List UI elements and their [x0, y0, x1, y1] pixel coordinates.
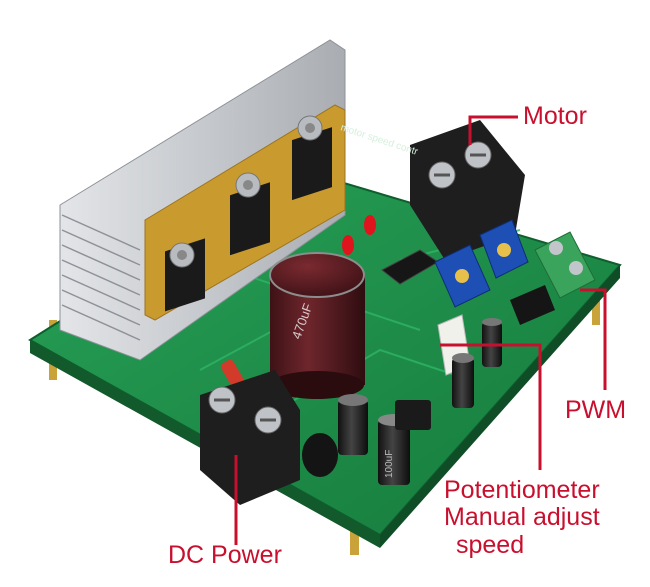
diode [220, 359, 244, 387]
label-pwm: PWM [565, 396, 627, 424]
trimpot-potentiometers [434, 219, 529, 308]
small-capacitor-label: 100uF [384, 450, 395, 478]
pwm-terminal-block [534, 231, 596, 299]
red-leds [342, 215, 376, 255]
label-motor: Motor [523, 102, 587, 130]
mosfet-transistors [165, 115, 332, 312]
motor-terminal-block [410, 120, 525, 260]
label-potentiometer: Potentiometer [444, 476, 600, 504]
callout-lines [234, 115, 607, 545]
board-print: motor speed contr [339, 122, 420, 158]
label-manual-adjust: Manual adjust [444, 503, 600, 531]
label-dc-power: DC Power [168, 541, 282, 569]
small-capacitors: 100uF [338, 318, 502, 485]
main-capacitor: 470uF [269, 252, 365, 399]
label-speed: speed [456, 531, 525, 559]
inductor-coil [302, 433, 338, 477]
dc-power-terminal-block [200, 370, 300, 505]
